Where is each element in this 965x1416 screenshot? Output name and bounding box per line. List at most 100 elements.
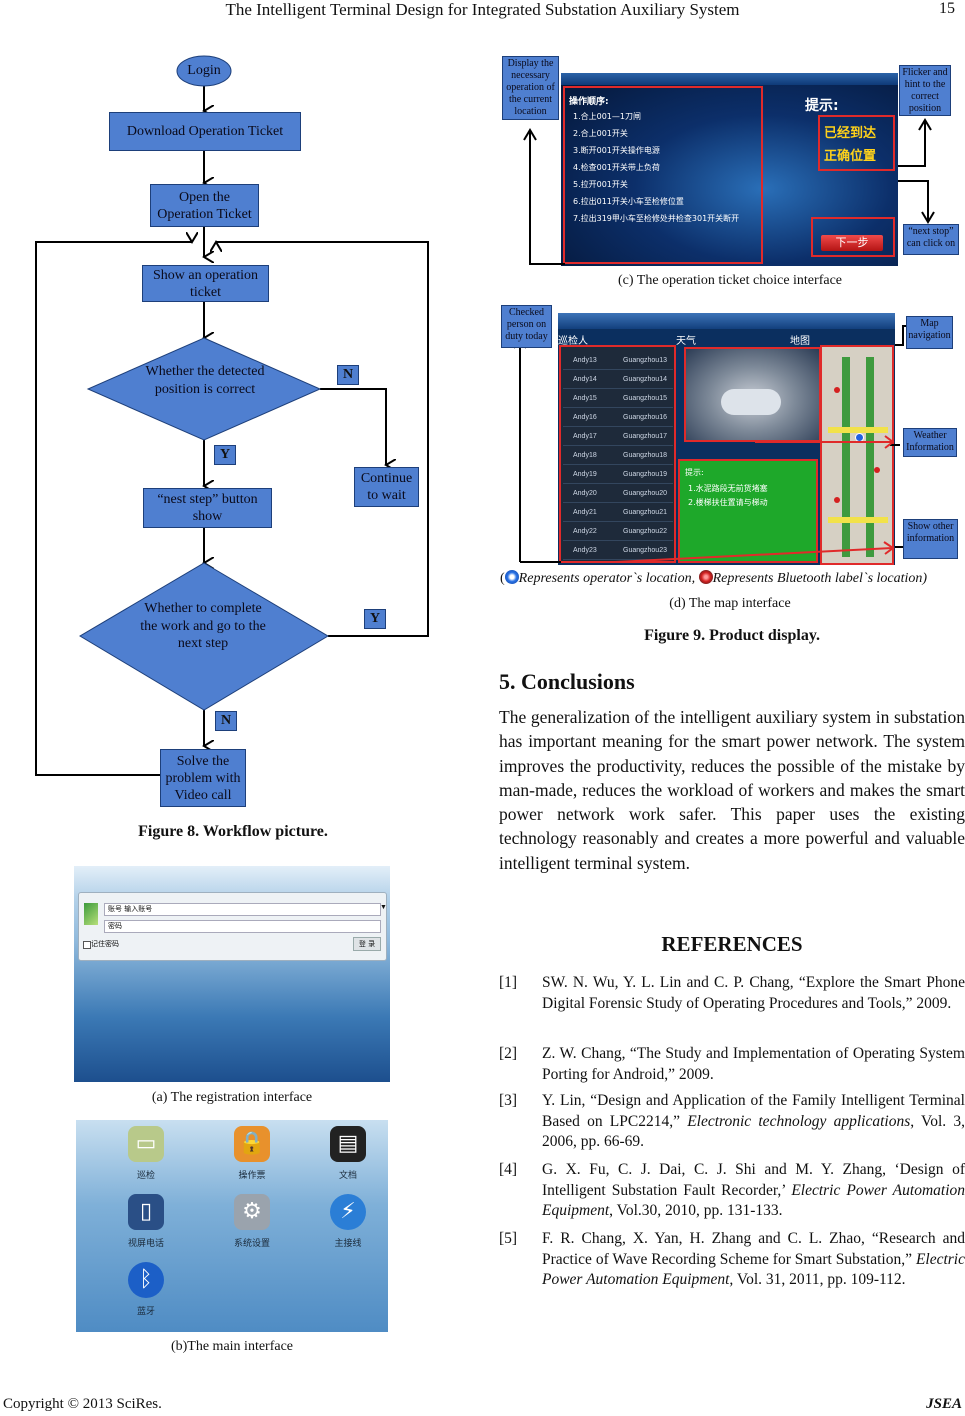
- reference-text: F. R. Chang, X. Yan, H. Zhang and C. L. …: [542, 1230, 965, 1288]
- hint-title: 提示:: [805, 98, 839, 114]
- app-icon-5[interactable]: ⚙ 系统设置: [222, 1194, 282, 1249]
- weather-label: 天气: [676, 336, 696, 347]
- figC-callout-arrows: [523, 118, 935, 265]
- figure9-caption: Figure 9. Product display.: [644, 627, 820, 644]
- duty-person-row[interactable]: Andy13 Guangzhou13: [563, 353, 673, 370]
- person-location: Guangzhou13: [623, 357, 667, 364]
- lock-icon: 🔒: [234, 1126, 270, 1162]
- reference-item: [2]Z. W. Chang, “The Study and Implement…: [499, 1044, 965, 1085]
- person-name: Andy21: [573, 509, 597, 516]
- callout-necessary-operation: Display the necessary operation of the c…: [502, 56, 559, 120]
- workflow-connectors: [35, 55, 429, 776]
- reference-number: [1]: [499, 974, 518, 991]
- app-icon-6[interactable]: ⚡ 主接线: [318, 1194, 378, 1249]
- map-legend: ( Represents operator`s location, Represe…: [500, 570, 965, 587]
- lightning-icon: ⚡: [330, 1194, 366, 1230]
- callout-weather-info: Weather Information: [903, 428, 957, 457]
- ticket-step[interactable]: 5.拉开001开关: [573, 180, 628, 189]
- reference-item: [1] SW. N. Wu, Y. L. Lin and C. P. Chang,…: [499, 973, 965, 1014]
- reference-number: [2]: [499, 1045, 518, 1062]
- app-icon-1[interactable]: ▭巡检: [116, 1126, 176, 1181]
- video-call-node: Solve the problem with Video call: [160, 749, 246, 807]
- ticket-step[interactable]: 6.拉出011开关小车至检修位置: [573, 197, 684, 206]
- person-name: Andy20: [573, 490, 597, 497]
- legend-bluetooth: Represents Bluetooth label`s location): [712, 571, 928, 586]
- ticket-heading: 操作顺序:: [569, 97, 609, 107]
- person-name: Andy23: [573, 547, 597, 554]
- gear-icon: ⚙: [234, 1194, 270, 1230]
- next-step-button[interactable]: 下一步: [821, 235, 883, 251]
- complete-work-decision: Whether to complete the work and go to t…: [140, 601, 266, 651]
- person-name: Andy15: [573, 395, 597, 402]
- figB-caption: (b)The main interface: [170, 1339, 294, 1354]
- app-icon-label: 文档: [338, 1171, 357, 1181]
- label-y-branch: Y: [214, 445, 236, 465]
- person-name: Andy13: [573, 357, 597, 364]
- app-icon-2[interactable]: 🔒操作票: [222, 1126, 282, 1181]
- bluetooth-icon: ᛒ: [128, 1262, 164, 1298]
- app-icon-4[interactable]: ▯ 视屏电话: [116, 1194, 176, 1249]
- callout-map-navigation: Map navigation: [906, 316, 953, 349]
- conclusions-body: The generalization of the intelligent au…: [499, 707, 965, 873]
- registration-screenshot: 账号 输入账号 ▼ 密码 记住密码 登 录: [74, 866, 390, 1082]
- password-input[interactable]: 密码: [104, 920, 381, 933]
- legend-paren: (: [500, 571, 505, 586]
- app-icon-label: 视屏电话: [127, 1239, 164, 1249]
- open-ticket-node: Open the Operation Ticket: [150, 184, 259, 227]
- person-location: Guangzhou14: [623, 376, 667, 383]
- operator-location-icon: [504, 570, 519, 584]
- login-button[interactable]: 登 录: [353, 937, 381, 951]
- remember-checkbox[interactable]: [83, 941, 91, 949]
- page-number: 15: [939, 0, 955, 17]
- ticket-step[interactable]: 4.检查001开关带上负荷: [573, 163, 660, 172]
- ticket-step[interactable]: 3.断开001开关操作电源: [573, 146, 660, 155]
- ticket-step[interactable]: 2.合上001开关: [573, 129, 628, 138]
- account-input[interactable]: 账号 输入账号: [104, 903, 381, 916]
- ticket-step[interactable]: 7.拉出319甲小车至检修处并检查301开关断开: [573, 214, 740, 223]
- reference-item: [3]Y. Lin, “Design and Application of th…: [499, 1091, 965, 1153]
- notice-line-1: 1.水泥路段无前货堵塞: [688, 484, 768, 493]
- bluetooth-label-marker: [834, 497, 840, 503]
- account-dropdown-icon[interactable]: ▼: [380, 903, 387, 911]
- person-name: Andy17: [573, 433, 597, 440]
- next-step-frame: 下一步: [811, 217, 895, 257]
- app-icon-label: 主接线: [334, 1239, 362, 1249]
- reference-number: [5]: [499, 1230, 518, 1247]
- hint-line-2: 正确位置: [824, 149, 877, 164]
- continue-wait-node: Continue to wait: [354, 467, 419, 507]
- copyright: Copyright © 2013 SciRes.: [3, 1396, 162, 1412]
- person-name: Andy16: [573, 414, 597, 421]
- inspector-label: 巡检人: [558, 336, 588, 347]
- nest-step-node: “nest step” button show: [143, 488, 272, 528]
- running-header: The Intelligent Terminal Design for Inte…: [225, 0, 740, 19]
- ticket-step[interactable]: 1.合上001—1刀闸: [573, 112, 641, 121]
- reference-text: SW. N. Wu, Y. L. Lin and C. P. Chang, “E…: [542, 974, 965, 1012]
- download-ticket-node: Download Operation Ticket: [109, 112, 301, 151]
- notice-panel: 提示: 1.水泥路段无前货堵塞 2.楼梯扶住置请与梯动: [678, 459, 818, 563]
- phone-icon: ▯: [128, 1194, 164, 1230]
- app-icon-label: 巡检: [136, 1171, 155, 1181]
- journal-name: JSEA: [926, 1396, 962, 1412]
- weather-panel: [684, 347, 821, 442]
- person-name: Andy22: [573, 528, 597, 535]
- person-name: Andy18: [573, 452, 597, 459]
- document-icon: ▤: [330, 1126, 366, 1162]
- label-n-loop: N: [215, 711, 237, 731]
- app-icon-3[interactable]: ▤ 文档: [318, 1126, 378, 1181]
- notice-title: 提示:: [685, 468, 704, 477]
- legend-operator: Represents operator`s location,: [518, 571, 696, 586]
- app-icon-label: 系统设置: [233, 1239, 270, 1249]
